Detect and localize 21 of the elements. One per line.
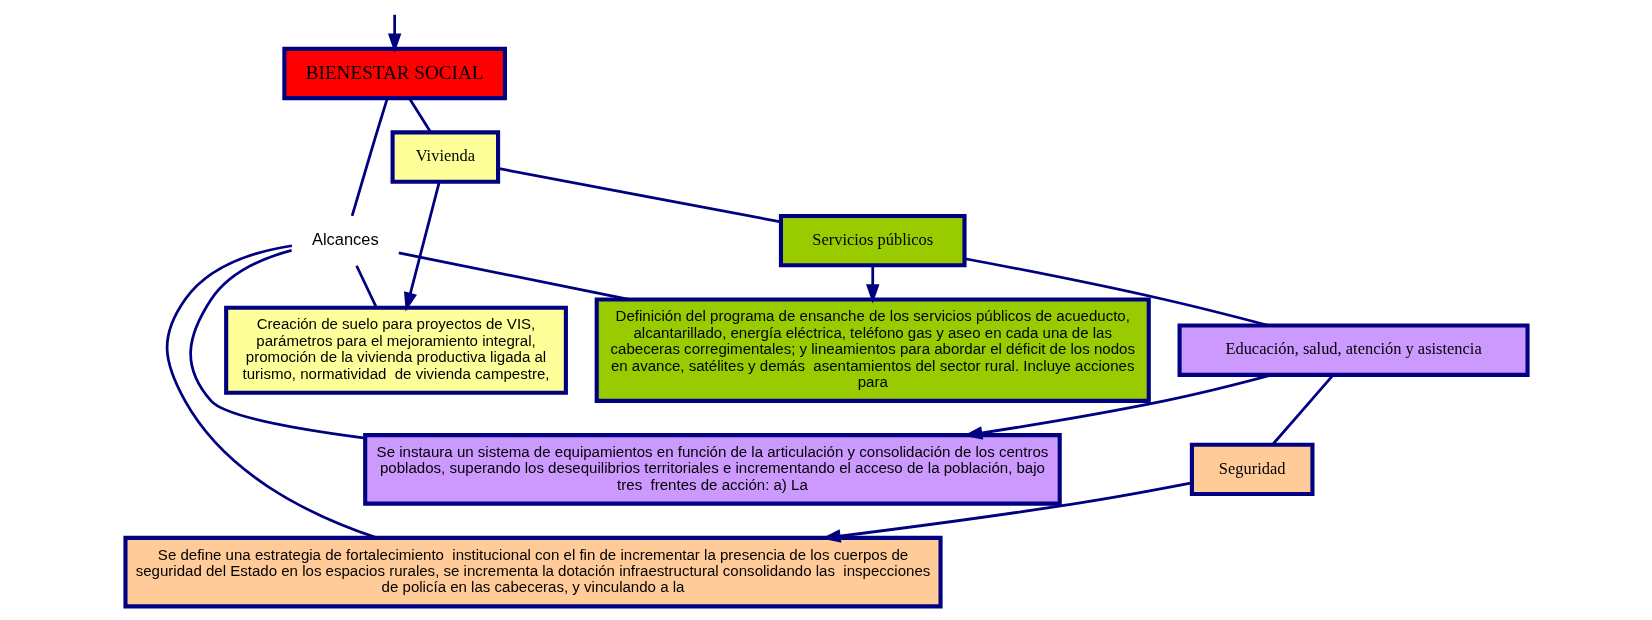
node-box: Definición del programa de ensanche de los servicios públicos de acueducto, alcantarillado, energía eléctrica, teléfono gas y aseo en cada una de las cabeceras corregimentales; y lineamientos para abordar el déficit de los nodos en avance, satélites y demás asentamientos del sector rural. Incluye acciones para	[594, 297, 1151, 403]
node-box: Creación de suelo para proyectos de VIS, parámetros para el mejoramiento integral, promoción de la vivienda productiva ligada al turismo, normatividad de vivienda campestre,	[223, 305, 568, 395]
arrow	[403, 181, 441, 312]
connector	[354, 265, 378, 309]
node-box: Servicios públicos	[778, 213, 967, 268]
connector	[188, 249, 365, 440]
node-box: Seguridad	[1189, 442, 1314, 497]
connector	[964, 257, 1269, 327]
connector	[497, 167, 781, 224]
node-box: Se define una estrategia de fortalecimiento institucional con el fin de incrementar la presencia de los cuerpos de seguridad del Estado en los espacios rurales, se incrementa la dotación infraestructural consolidando las inspecciones de policía en las cabeceras, y vinculando a la	[122, 535, 943, 609]
connector	[398, 251, 629, 301]
arrow	[387, 14, 401, 53]
arrow	[865, 265, 879, 304]
node-box: Educación, salud, atención y asistencia	[1177, 323, 1530, 377]
node-box: Se instaura un sistema de equipamientos en función de la articulación y consolidación de los centros poblados, superando los desequilibrios territoriales e incrementando el acceso de la población, bajo tres frentes de acción: a) La	[362, 433, 1062, 506]
node-box: Vivienda	[390, 130, 500, 184]
connector	[350, 97, 389, 217]
connector	[407, 97, 432, 133]
node-box: BIENESTAR SOCIAL	[281, 46, 507, 101]
node-text: Alcances	[311, 229, 379, 248]
connector	[1271, 374, 1334, 446]
